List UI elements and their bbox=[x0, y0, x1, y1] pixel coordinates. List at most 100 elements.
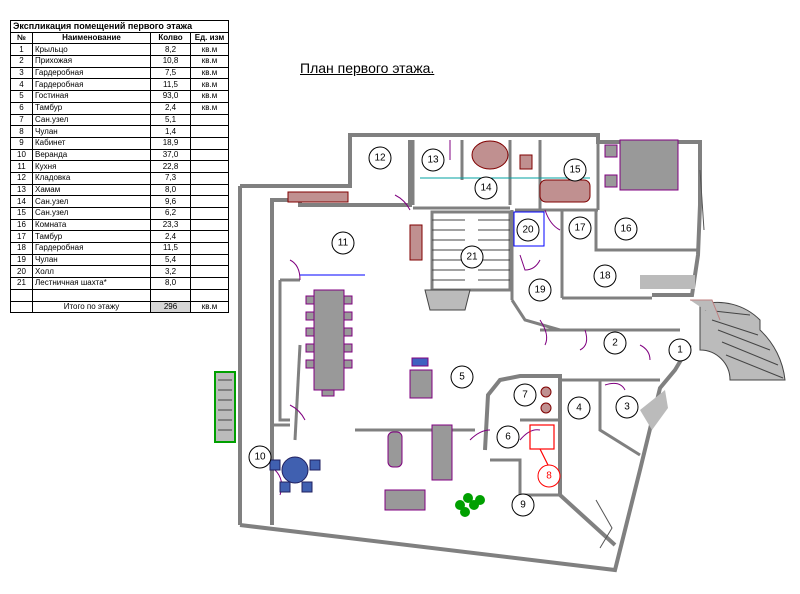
room-unit bbox=[189, 183, 230, 197]
room-marker bbox=[668, 338, 692, 362]
room-unit: кв.м bbox=[189, 43, 230, 57]
room-unit bbox=[189, 160, 230, 173]
col-header-number: № bbox=[10, 31, 33, 45]
room-unit bbox=[189, 136, 230, 150]
room-number: 18 bbox=[599, 271, 611, 282]
room-marker bbox=[567, 396, 591, 420]
room-number: 2 bbox=[612, 338, 618, 349]
bedroom-bed bbox=[604, 139, 679, 191]
room-area: 8,2 bbox=[150, 43, 191, 57]
total-value: 296 bbox=[150, 300, 191, 314]
room-marker bbox=[460, 245, 484, 269]
interior-walls bbox=[270, 140, 700, 497]
room-number: 10 bbox=[254, 452, 266, 463]
plan-title: План первого этажа. bbox=[300, 60, 435, 76]
room-unit bbox=[189, 242, 230, 255]
col-header-value: Колво bbox=[150, 31, 191, 45]
room-unit bbox=[189, 148, 230, 162]
bathroom-fixtures bbox=[471, 140, 591, 414]
room-number: 13 bbox=[427, 155, 439, 166]
room-marker bbox=[474, 176, 498, 200]
room-marker bbox=[615, 395, 639, 419]
room-name: Крыльцо bbox=[32, 43, 151, 57]
room-marker bbox=[513, 383, 537, 407]
room-marker bbox=[603, 331, 627, 355]
room-area: 9,6 bbox=[150, 195, 191, 208]
staircase-shaft bbox=[424, 210, 512, 311]
room-number: 8 bbox=[546, 471, 552, 482]
room-marker bbox=[450, 365, 474, 389]
room-number: 19 bbox=[534, 285, 546, 296]
room-marker bbox=[568, 216, 592, 240]
col-header-unit: Ед. изм bbox=[189, 31, 230, 45]
room-name: Хамам bbox=[32, 183, 151, 197]
room-marker bbox=[528, 278, 552, 302]
room-number: 3 bbox=[624, 402, 630, 413]
room-number: 4 bbox=[576, 403, 582, 414]
dining-table bbox=[305, 289, 353, 397]
room-number: 7 bbox=[522, 390, 528, 401]
room-area: 2,4 bbox=[150, 230, 191, 244]
col-header-name: Наименование bbox=[32, 31, 151, 45]
room-area: 37,0 bbox=[150, 148, 191, 162]
veranda-table bbox=[269, 456, 321, 493]
row-number: 11 bbox=[10, 160, 33, 173]
room-unit bbox=[189, 171, 230, 185]
kitchen-units bbox=[287, 191, 423, 261]
plants bbox=[455, 493, 485, 517]
room-number: 14 bbox=[480, 183, 492, 194]
row-number: 15 bbox=[10, 207, 33, 220]
veranda-stair bbox=[214, 371, 236, 443]
room-marker bbox=[421, 148, 445, 172]
room-unit bbox=[189, 125, 230, 138]
room-numbers: 1 2 3 4 5 6 7 8 9 10 11 12 13 14 15 16 1… bbox=[254, 153, 683, 511]
room-marker bbox=[331, 231, 355, 255]
room-name: Комната bbox=[32, 218, 151, 232]
room-number: 11 bbox=[338, 238, 349, 249]
room-marker bbox=[511, 493, 535, 517]
row-number: 10 bbox=[10, 148, 33, 162]
room-number: 20 bbox=[522, 225, 534, 236]
room-marker bbox=[563, 158, 587, 182]
room-name: Веранда bbox=[32, 148, 151, 162]
table-total-row: Итого по этажу 296 кв.м bbox=[10, 300, 230, 314]
room-unit bbox=[189, 230, 230, 244]
room-marker bbox=[248, 445, 272, 469]
room-number: 6 bbox=[505, 432, 511, 443]
room-number: 9 bbox=[520, 500, 526, 511]
row-number: 18 bbox=[10, 242, 33, 255]
row-number: 1 bbox=[10, 43, 33, 57]
room-number: 5 bbox=[459, 372, 465, 383]
room-number: 21 bbox=[466, 252, 478, 263]
room-marker bbox=[496, 425, 520, 449]
room-labels bbox=[248, 146, 692, 517]
room-unit bbox=[189, 207, 230, 220]
room-number: 1 bbox=[677, 345, 683, 356]
room-marker bbox=[516, 218, 540, 242]
guide-lines bbox=[300, 169, 705, 549]
room-marker bbox=[537, 464, 561, 488]
room-area: 1,4 bbox=[150, 125, 191, 138]
room-marker bbox=[593, 264, 617, 288]
room-marker bbox=[614, 217, 638, 241]
room-schedule-table: Экспликация помещений первого этажа № На… bbox=[9, 20, 230, 314]
row-number: 8 bbox=[10, 125, 33, 138]
table-header-row: № Наименование Колво Ед. изм bbox=[10, 31, 230, 45]
room-number: 16 bbox=[620, 224, 632, 235]
